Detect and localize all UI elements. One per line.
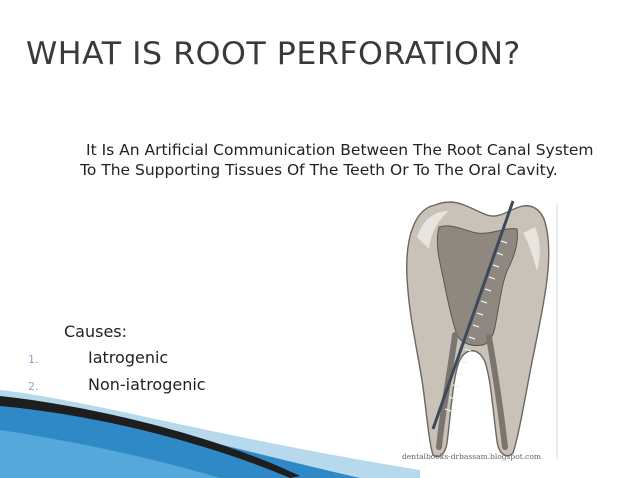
- definition-text: It Is An Artificial Communication Betwee…: [80, 141, 594, 179]
- tooth-illustration: [395, 197, 560, 463]
- slide-title: WHAT IS ROOT PERFORATION?: [26, 36, 521, 72]
- list-item: 1. Iatrogenic: [28, 348, 206, 375]
- list-number: 1.: [28, 353, 39, 366]
- decorative-swoosh: [0, 390, 420, 478]
- list-item-label: Iatrogenic: [88, 348, 169, 367]
- file-flutes: [444, 240, 508, 412]
- pulp-chamber: [436, 225, 518, 346]
- causes-label: Causes:: [64, 322, 128, 341]
- causes-list: 1. Iatrogenic 2. Non-iatrogenic: [28, 348, 206, 402]
- list-item-label: Non-iatrogenic: [88, 375, 206, 394]
- list-number: 2.: [28, 380, 39, 393]
- list-item: 2. Non-iatrogenic: [28, 375, 206, 402]
- endodontic-file: [431, 200, 515, 430]
- image-watermark: dentalbooks-drbassam.blogspot.com: [402, 452, 541, 461]
